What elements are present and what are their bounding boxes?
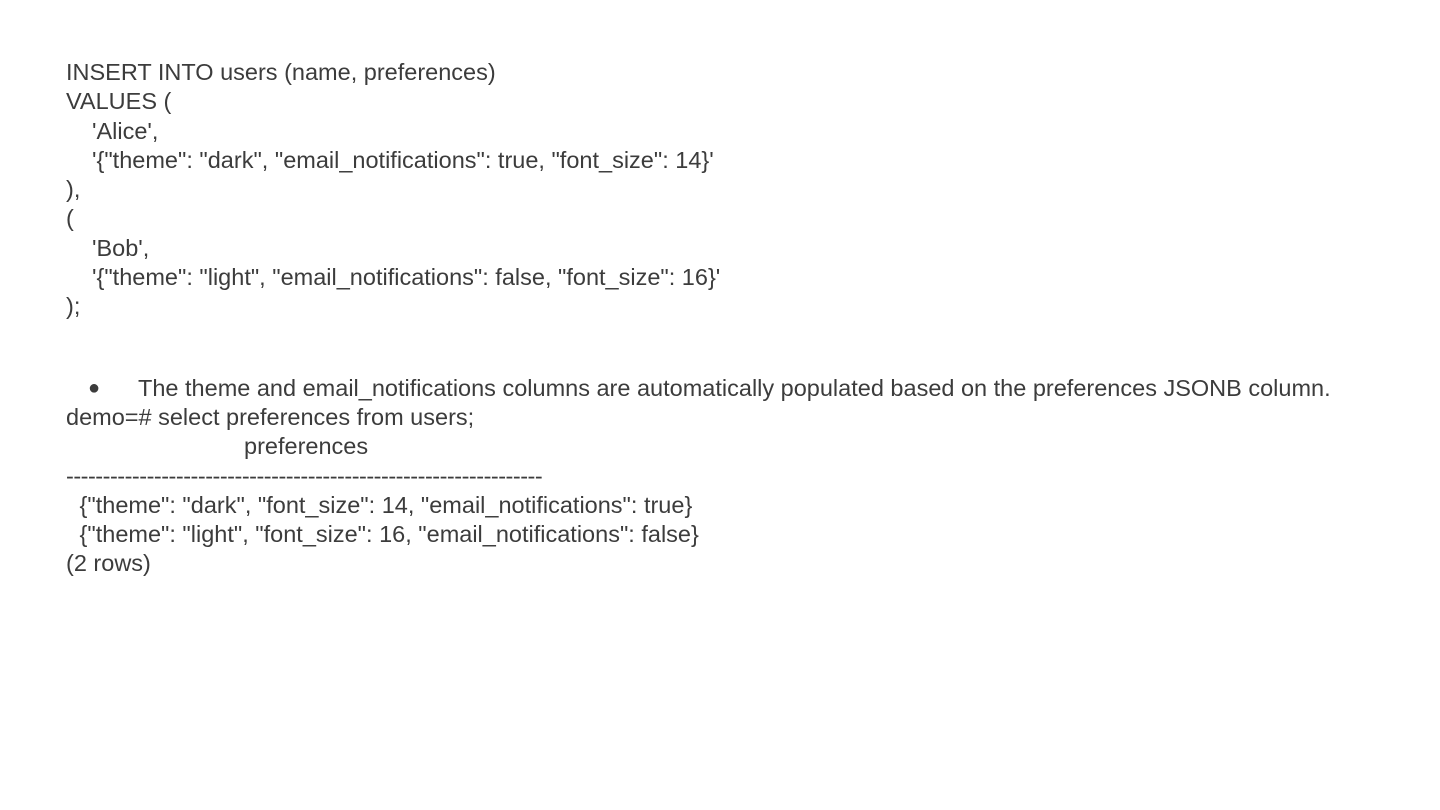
psql-row-count: (2 rows) <box>66 550 151 577</box>
sql-insert-block: INSERT INTO users (name, preferences) VA… <box>66 58 1386 322</box>
sql-row2-json: '{"theme": "light", "email_notifications… <box>92 264 721 291</box>
sql-row1-close: ), <box>66 176 81 203</box>
sql-values-line: VALUES ( <box>66 88 172 115</box>
sql-end-line: ); <box>66 293 81 320</box>
psql-result-row: {"theme": "dark", "font_size": 14, "emai… <box>73 491 693 518</box>
spacer <box>66 322 1386 374</box>
bullet-icon: ● <box>88 376 101 399</box>
psql-separator: ----------------------------------------… <box>66 462 542 489</box>
bullet-text: The theme and email_notifications column… <box>138 374 1331 401</box>
bullet-item: ● The theme and email_notifications colu… <box>66 374 1386 403</box>
sql-row2-open: ( <box>66 205 74 232</box>
sql-insert-line: INSERT INTO users (name, preferences) <box>66 59 496 85</box>
sql-row2-name: 'Bob', <box>92 234 150 261</box>
slide-content: INSERT INTO users (name, preferences) VA… <box>66 58 1386 579</box>
psql-column-header: preferences <box>244 433 369 460</box>
sql-row1-name: 'Alice', <box>92 117 159 144</box>
sql-row1-json: '{"theme": "dark", "email_notifications"… <box>92 146 714 173</box>
psql-output-block: demo=# select preferences from users; pr… <box>66 403 1386 579</box>
psql-result-row: {"theme": "light", "font_size": 16, "ema… <box>73 521 699 548</box>
psql-command: demo=# select preferences from users; <box>66 403 475 430</box>
